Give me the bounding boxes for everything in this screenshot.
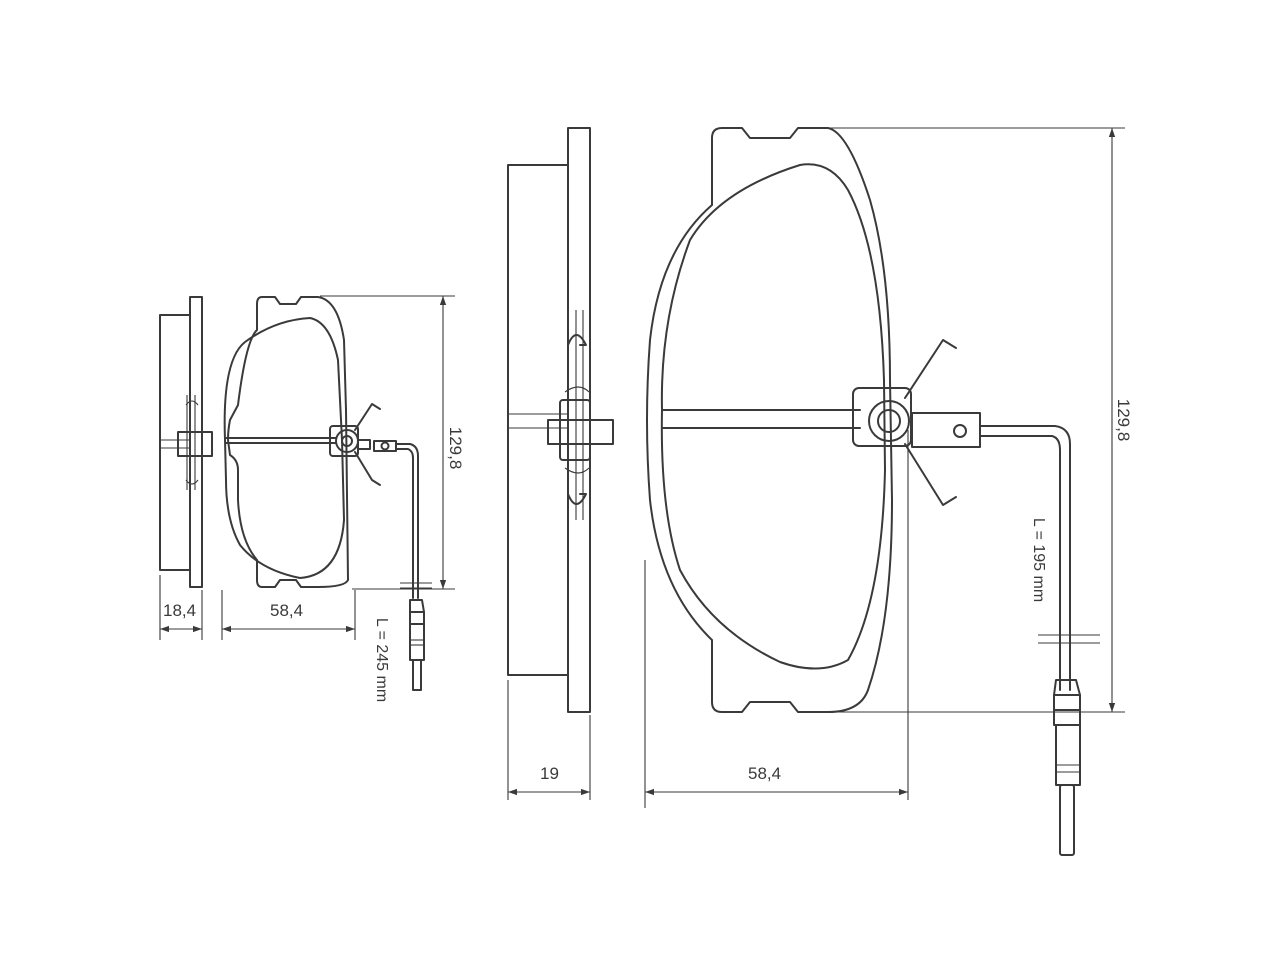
small-dimensions: [159, 295, 455, 640]
large-side-view: [507, 127, 614, 713]
large-cable-length-label: L = 195 mm: [1030, 518, 1047, 602]
small-side-view: [159, 296, 213, 588]
small-width-label: 58,4: [270, 601, 303, 620]
large-pad-front-view: [646, 127, 1100, 856]
small-cable-length-label: L = 245 mm: [373, 618, 390, 702]
small-height-label: 129,8: [446, 427, 465, 470]
large-dimensions: [507, 127, 1125, 808]
small-view: 18,4 58,4 129,8 L = 245 mm: [159, 295, 465, 702]
small-thickness-label: 18,4: [163, 601, 196, 620]
large-width-label: 58,4: [748, 764, 781, 783]
large-height-label: 129,8: [1114, 399, 1133, 442]
large-thickness-label: 19: [540, 764, 559, 783]
large-view: 19 58,4 129,8 L = 195 mm: [507, 127, 1133, 856]
small-pad-front-view: [223, 296, 432, 691]
